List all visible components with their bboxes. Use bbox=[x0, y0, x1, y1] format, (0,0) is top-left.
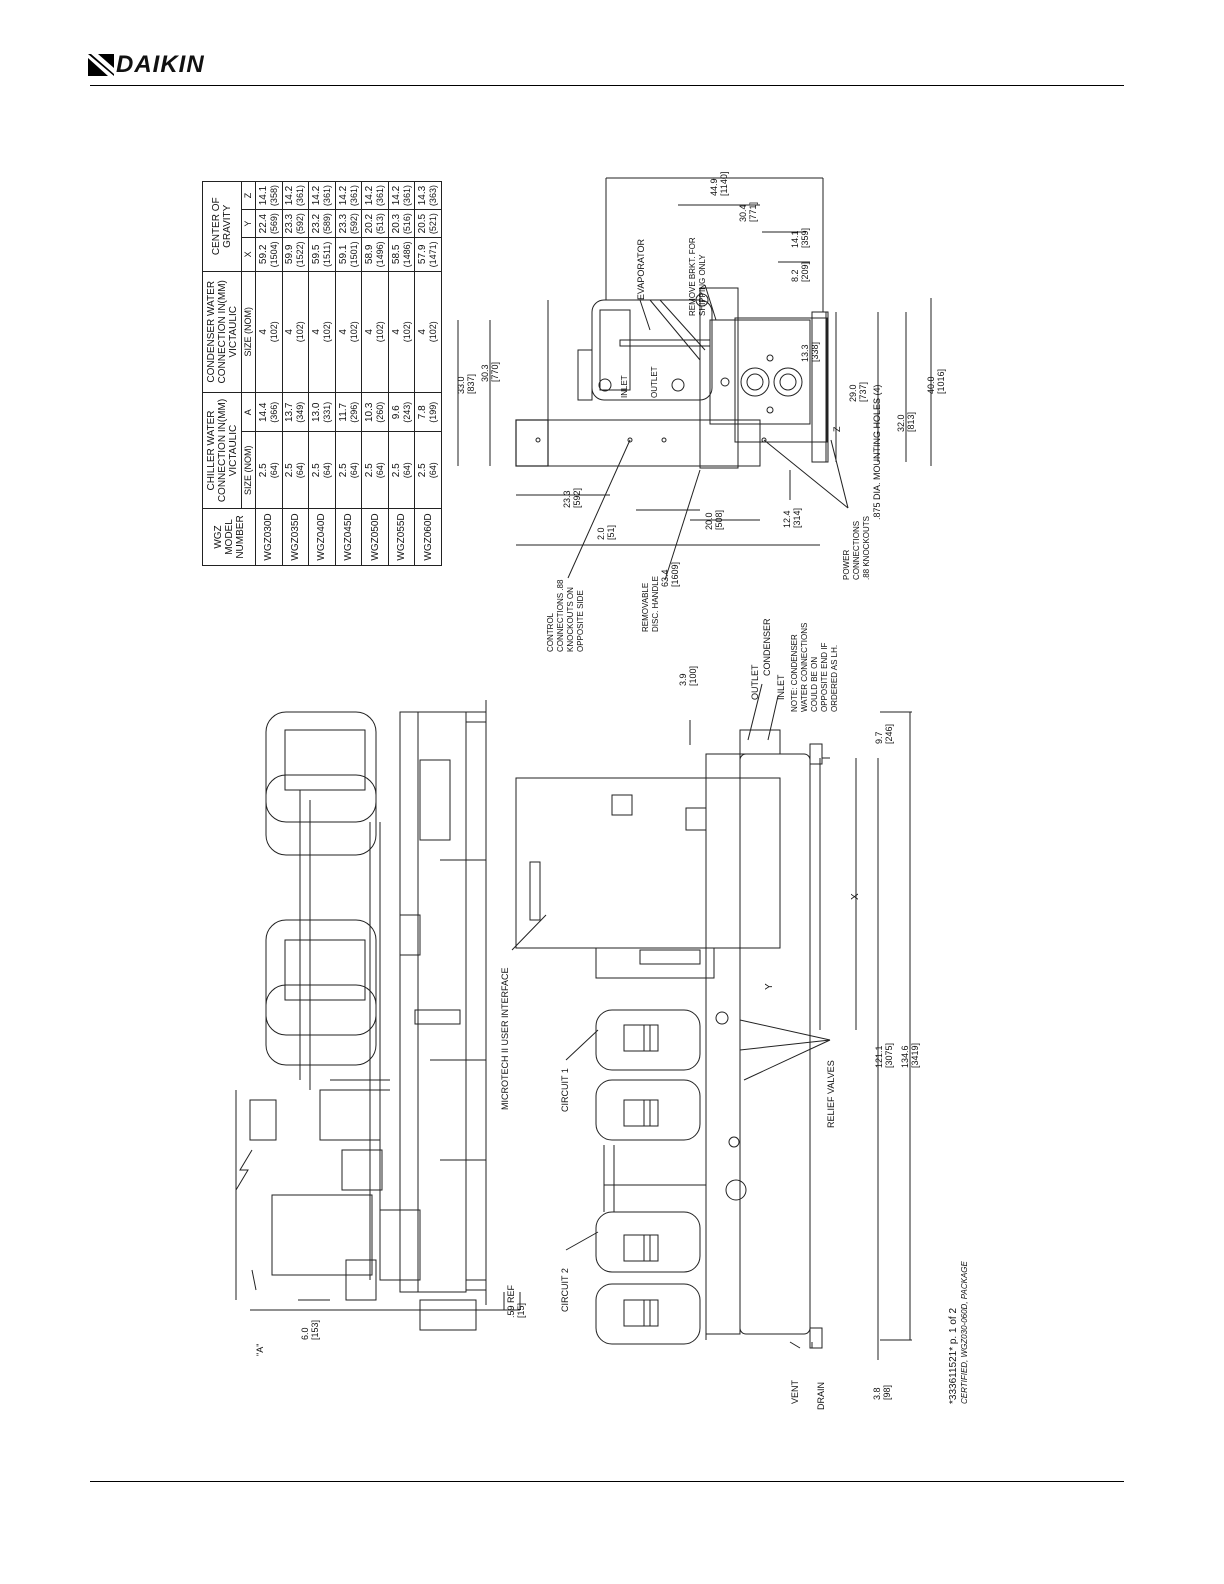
relief-valves-label: RELIEF VALVES bbox=[826, 1060, 836, 1128]
footer-rule bbox=[90, 1481, 1124, 1482]
condenser-inlet-label: INLET bbox=[776, 674, 786, 700]
vent-label: VENT bbox=[790, 1379, 800, 1404]
dim-12-4: 12.4[314] bbox=[782, 507, 802, 528]
microtech-label: MICROTECH II USER INTERFACE bbox=[500, 967, 510, 1110]
dim-33-0: 33.0[837] bbox=[456, 373, 476, 394]
side-view-drawing bbox=[511, 683, 912, 1360]
x-label: X bbox=[850, 893, 861, 900]
mounting-holes-label: .875 DIA. MOUNTING HOLES (4) bbox=[872, 384, 882, 520]
dim-20-0: 20.0[508] bbox=[704, 509, 724, 530]
condenser-outlet-label: OUTLET bbox=[750, 664, 760, 700]
dim-121-1: 121.1[3075] bbox=[874, 1042, 894, 1068]
dim-63-4: 63.4[1609] bbox=[660, 561, 680, 587]
dim-3-9: 3.9[100] bbox=[678, 665, 698, 686]
circuit-2-label: CIRCUIT 2 bbox=[560, 1268, 570, 1312]
dim-29-0: 29.0[737] bbox=[848, 381, 868, 402]
dim-30-3: 30.3[770] bbox=[480, 361, 500, 382]
disc-handle-label: REMOVABLE DISC. HANDLE bbox=[641, 575, 660, 632]
dim-134-6: 134.6[3419] bbox=[900, 1042, 920, 1068]
z-label: Z bbox=[832, 426, 842, 433]
dim-ref: .59 REF[15] bbox=[506, 1284, 526, 1318]
a-label: "A" bbox=[255, 1343, 265, 1356]
certified-label: CERTIFIED, WGZ030-060D, PACKAGE bbox=[960, 1261, 969, 1404]
header-rule bbox=[90, 85, 1124, 86]
dim-8-2: 8.2[209] bbox=[790, 261, 810, 282]
dim-44-9: 44.9[1140] bbox=[709, 171, 729, 196]
dim-13-3: 13.3[338] bbox=[800, 341, 820, 362]
power-connections-label: POWER CONNECTIONS .88 KNOCKOUTS bbox=[842, 515, 871, 580]
dim-32-0: 32.0[813] bbox=[896, 411, 916, 432]
dim-2-0: 2.0[51] bbox=[596, 524, 616, 540]
dim-40-0: 40.0[1016] bbox=[926, 368, 946, 394]
dim-3-8: 3.8[98] bbox=[872, 1384, 892, 1400]
drain-label: DRAIN bbox=[816, 1381, 826, 1410]
brand-name: DAIKIN bbox=[116, 51, 205, 78]
dim-6-0: 6.0[153] bbox=[300, 1319, 320, 1340]
y-label: Y bbox=[764, 983, 775, 990]
circuit-1-label: CIRCUIT 1 bbox=[560, 1068, 570, 1112]
evaporator-label: EVAPORATOR bbox=[636, 238, 646, 300]
dim-14-1: 14.1[359] bbox=[790, 227, 810, 248]
outlet-label: OUTLET bbox=[650, 366, 659, 398]
inlet-label: INLET bbox=[620, 375, 629, 398]
dim-30-4: 30.4[771] bbox=[738, 201, 758, 222]
dim-23-3: 23.3[592] bbox=[562, 487, 582, 508]
remove-bracket-label: REMOVE BRKT. FOR SHIPPING ONLY bbox=[688, 237, 707, 316]
top-view-drawing bbox=[235, 700, 521, 1331]
condenser-note: NOTE: CONDENSER WATER CONNECTIONS COULD … bbox=[790, 622, 839, 712]
condenser-label: CONDENSER bbox=[762, 618, 772, 676]
dim-9-7: 9.7[246] bbox=[874, 723, 894, 744]
control-connections-label: CONTROL CONNECTIONS .88 KNOCKOUTS ON OPP… bbox=[546, 579, 585, 652]
daikin-logo-mark-icon bbox=[88, 54, 114, 76]
daikin-logo: DAIKIN bbox=[88, 50, 223, 80]
drawing-number: *333611521* p. 1 of 2 bbox=[948, 1307, 959, 1404]
end-view-drawing bbox=[457, 177, 932, 581]
